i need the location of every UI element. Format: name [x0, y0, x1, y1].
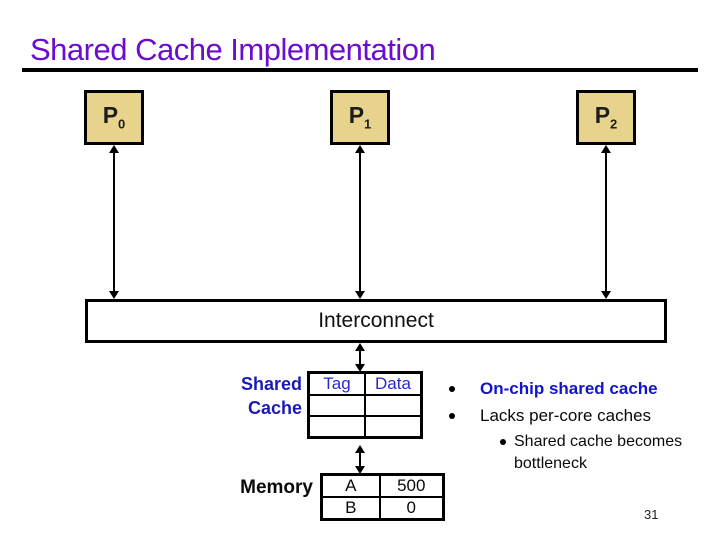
table-row [307, 415, 423, 438]
table-row [307, 394, 423, 417]
table-row: Tag Data [307, 371, 423, 396]
bullet-lacks-per-core-caches: Lacks per-core caches [449, 405, 651, 427]
shared-cache-label: Shared Cache [240, 374, 302, 418]
page-number: 31 [644, 507, 659, 522]
double-arrow-p2-interconnect [600, 145, 612, 299]
page-title: Shared Cache Implementation [30, 32, 436, 67]
cache-cell [364, 394, 423, 417]
title-underline [22, 68, 698, 72]
table-row: A 500 [320, 473, 445, 498]
double-arrow-cache-memory [354, 445, 366, 474]
bullet-icon [449, 386, 455, 392]
cache-cell [364, 415, 423, 438]
shared-cache-table: Tag Data [307, 371, 423, 439]
memory-table: A 500 B 0 [320, 473, 445, 521]
processor-label-p2: P2 [594, 102, 618, 132]
bullet-icon [449, 413, 455, 419]
memory-cell-address: A [320, 473, 381, 498]
double-arrow-p1-interconnect [354, 145, 366, 299]
processor-label-p0: P0 [102, 102, 126, 132]
cache-header-data: Data [364, 371, 423, 396]
processor-box-p2: P2 [576, 90, 636, 145]
bullet-text: Lacks per-core caches [480, 406, 652, 425]
memory-cell-value: 500 [378, 473, 445, 498]
bullet-icon [500, 439, 506, 445]
interconnect-label: Interconnect [318, 309, 434, 332]
double-arrow-p0-interconnect [108, 145, 120, 299]
bullet-shared-cache-bottleneck: Shared cache becomes bottleneck [500, 431, 712, 475]
processor-box-p0: P0 [84, 90, 144, 145]
bullet-on-chip-shared-cache: On-chip shared cache [449, 378, 658, 400]
memory-label: Memory [240, 477, 313, 498]
bullet-text: Shared cache becomes bottleneck [514, 433, 683, 472]
processor-label-p1: P1 [348, 102, 372, 132]
cache-cell [307, 394, 366, 417]
cache-cell [307, 415, 366, 438]
cache-header-tag: Tag [307, 371, 366, 396]
bullet-text: On-chip shared cache [480, 379, 658, 398]
table-row: B 0 [320, 496, 445, 521]
double-arrow-interconnect-cache [354, 343, 366, 372]
memory-cell-value: 0 [378, 496, 445, 521]
memory-cell-address: B [320, 496, 381, 521]
processor-box-p1: P1 [330, 90, 390, 145]
interconnect-box: Interconnect [85, 299, 667, 343]
